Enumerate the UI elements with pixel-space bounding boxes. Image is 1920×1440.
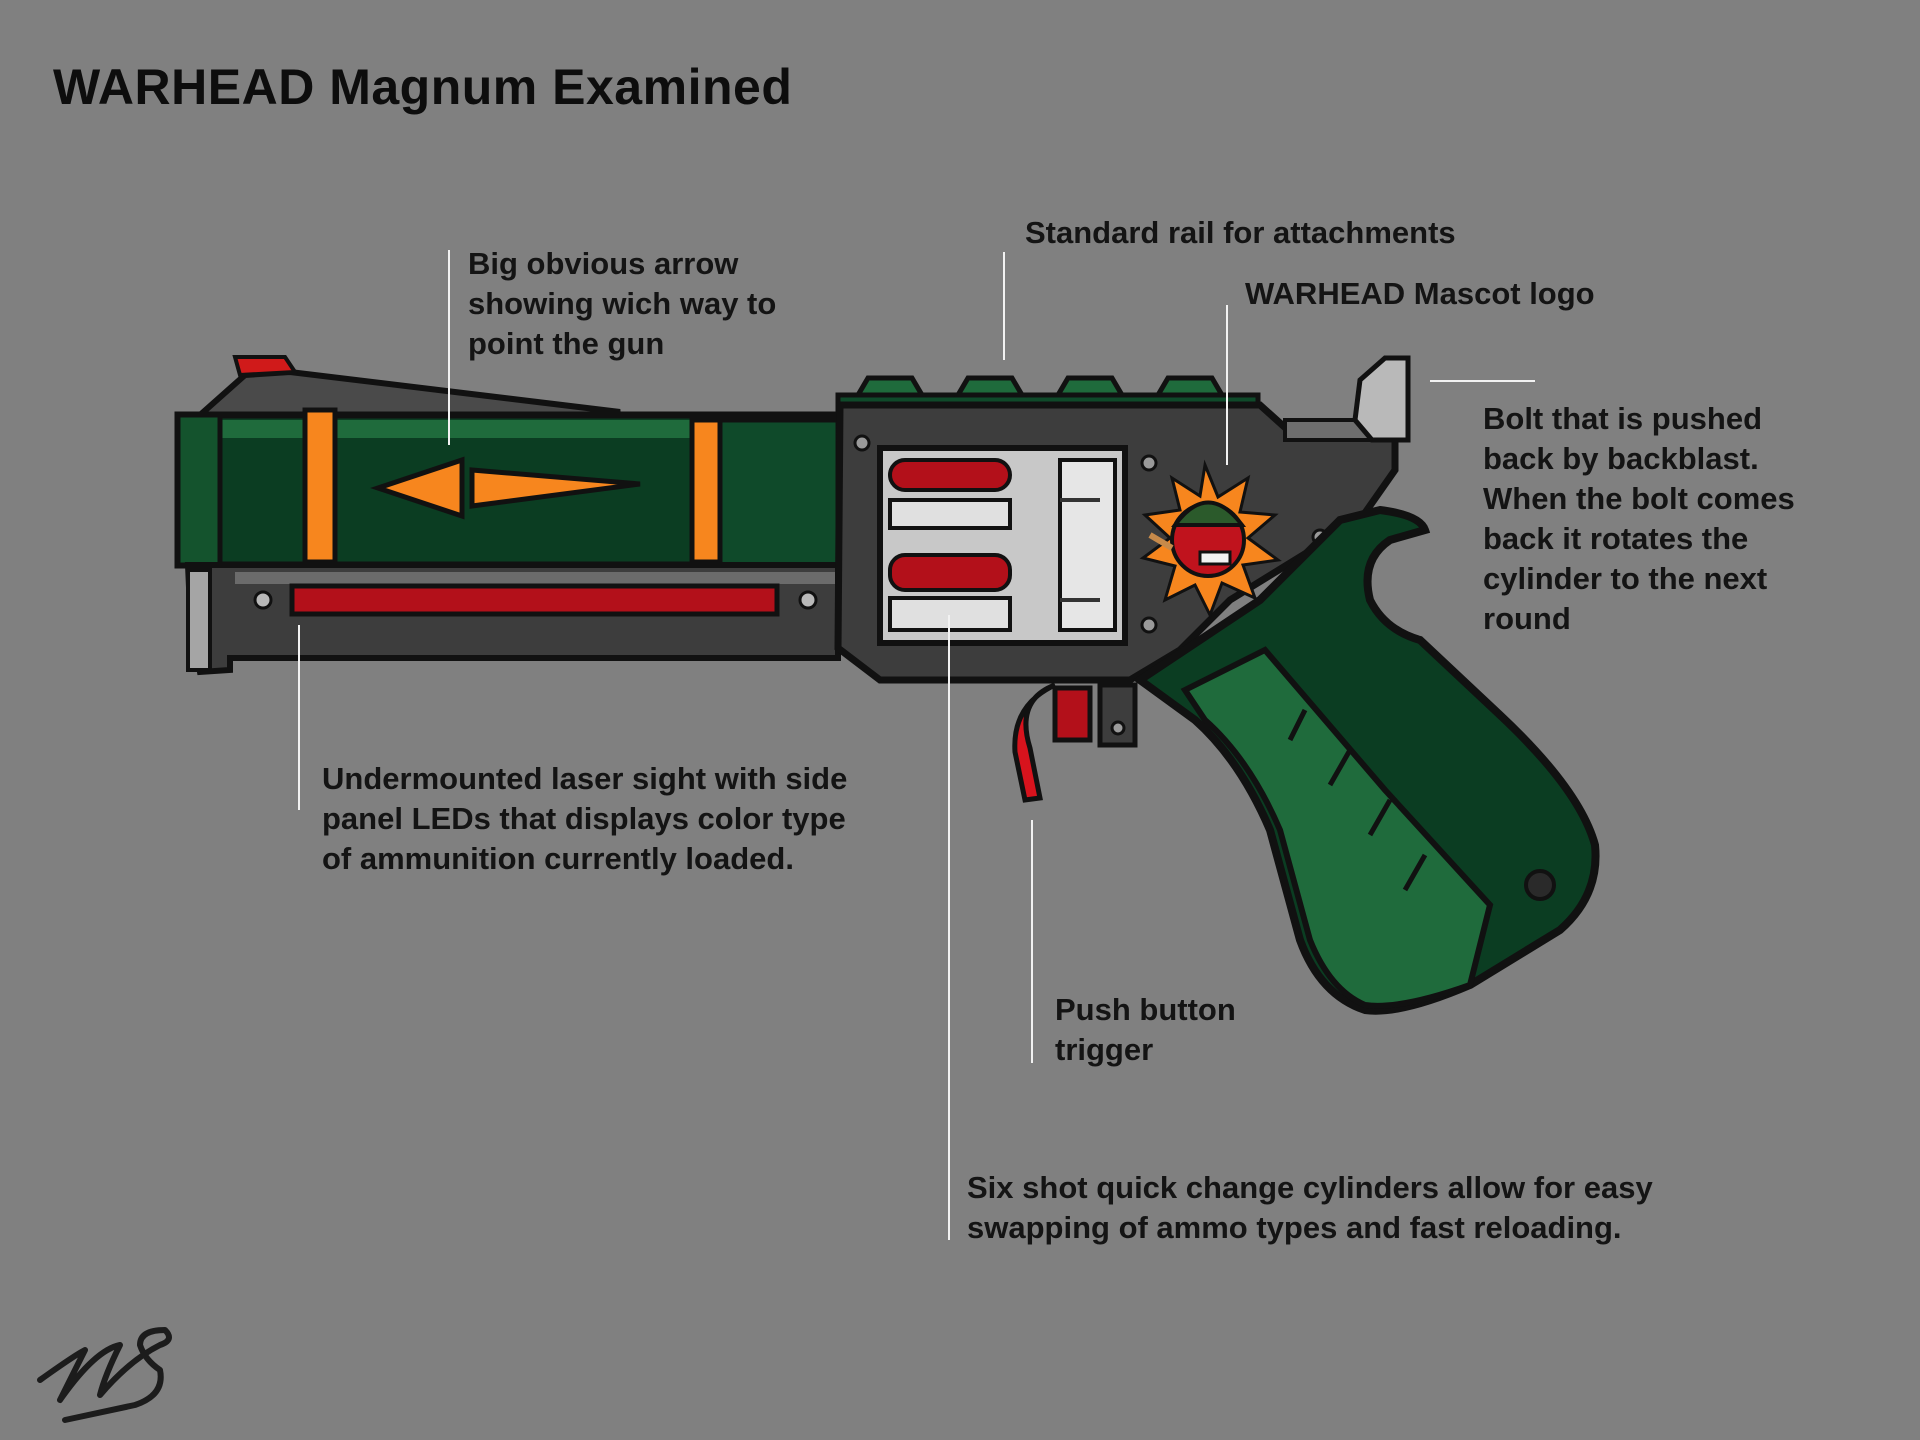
laser-sight: [184, 562, 841, 676]
leader-line-arrow: [448, 250, 450, 445]
callout-arrow: Big obvious arrow showing wich way to po…: [468, 246, 777, 361]
callout-laser: Undermounted laser sight with side panel…: [322, 761, 848, 876]
direction-arrow-icon: [370, 456, 641, 520]
leader-line-trigger: [1031, 820, 1033, 1063]
cylinder-window: [877, 445, 1128, 646]
grip: [1133, 505, 1600, 1015]
leader-line-laser: [298, 625, 300, 810]
bolt: [1352, 355, 1411, 443]
callout-cylinders: Six shot quick change cylinders allow fo…: [967, 1170, 1653, 1245]
leader-line-cylinders: [948, 615, 950, 1240]
callout-logo: WARHEAD Mascot logo: [1245, 276, 1595, 311]
leader-line-bolt: [1430, 380, 1535, 382]
mascot-logo: [1139, 459, 1282, 619]
leader-line-rail: [1003, 252, 1005, 360]
artist-signature: [37, 1327, 172, 1423]
callout-trigger: Push button trigger: [1055, 992, 1236, 1067]
trigger: [1012, 682, 1138, 803]
leader-line-logo: [1226, 305, 1228, 465]
page-title: WARHEAD Magnum Examined: [53, 59, 793, 115]
callout-rail: Standard rail for attachments: [1025, 215, 1456, 250]
callout-bolt: Bolt that is pushed back by backblast. W…: [1483, 401, 1795, 636]
barrel: [174, 355, 842, 569]
